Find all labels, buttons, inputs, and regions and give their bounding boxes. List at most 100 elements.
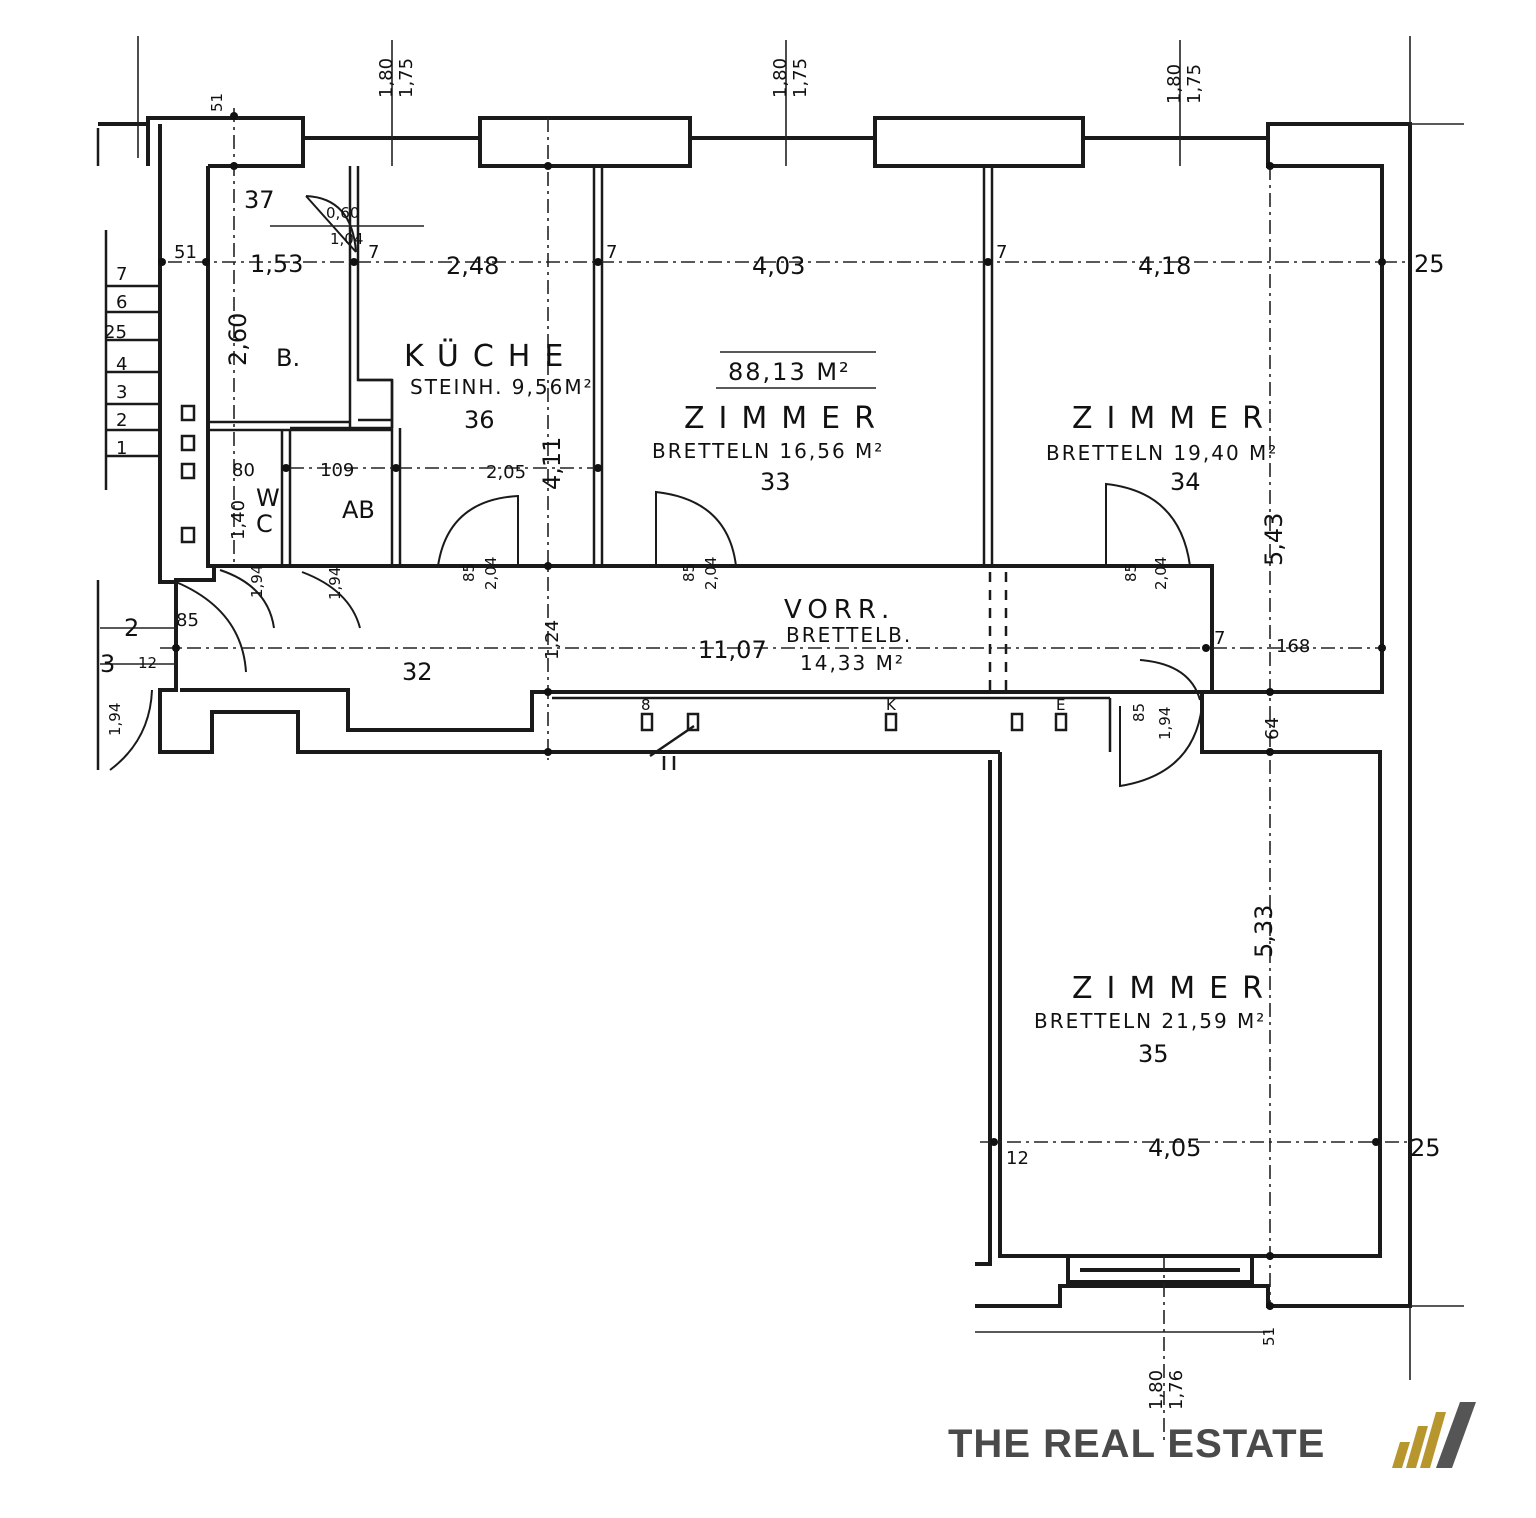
socket-label-8: 8 xyxy=(641,696,651,714)
dim-window2-top: 1,80 xyxy=(770,58,791,98)
dim-dot xyxy=(158,258,166,266)
doors xyxy=(109,195,1203,788)
socket-8 xyxy=(640,712,654,732)
dim-dot xyxy=(544,162,552,170)
dim-door-kitchen: 2,04 xyxy=(482,557,500,590)
wc-name-c: C xyxy=(256,510,273,538)
dim-room34-height: 5,43 xyxy=(1260,513,1288,566)
door-kitchen xyxy=(437,494,519,567)
dim-kitchen-height: 4,11 xyxy=(538,437,566,490)
stair-step-6: 6 xyxy=(116,292,127,313)
dim-storage-width: 109 xyxy=(320,460,354,481)
dim-dot xyxy=(990,1138,998,1146)
dim-door85-room34: 85 xyxy=(1122,563,1140,582)
fixture-box xyxy=(180,434,196,452)
brand-bar-2 xyxy=(1406,1426,1428,1468)
dim-window3-bottom: 1,75 xyxy=(1184,64,1205,104)
dim-door-room34: 2,04 xyxy=(1152,557,1170,590)
partition-bath-bottom xyxy=(208,420,392,432)
dim-dot xyxy=(1372,1138,1380,1146)
brand-logo-icon xyxy=(1392,1402,1476,1468)
dim-door-wc: 1,94 xyxy=(248,565,266,598)
staircase: 7 6 25 4 3 2 1 xyxy=(96,128,160,770)
dim-bath-width: 1,53 xyxy=(250,250,303,278)
bath-name: B. xyxy=(276,344,300,372)
dim-window2-bottom: 1,75 xyxy=(790,58,811,98)
door-ab xyxy=(301,571,361,629)
room35-name: ZIMMER xyxy=(1072,971,1277,1006)
dim-vent-b: 1,04 xyxy=(330,230,363,248)
dim-room33-width: 4,03 xyxy=(752,252,805,280)
room34-floor: BRETTELN 19,40 M² xyxy=(1046,441,1278,465)
kitchen-number: 36 xyxy=(464,406,495,434)
outer-walls xyxy=(98,116,1412,1308)
dim-wall-3: 3 xyxy=(100,650,115,678)
dim-dot xyxy=(1266,1302,1274,1310)
dimension-dots xyxy=(158,112,1386,1310)
hall-floor: BRETTELB. xyxy=(786,623,912,647)
dim-door85-room33: 85 xyxy=(680,563,698,582)
dim-dot xyxy=(594,464,602,472)
dim-hall-length: 11,07 xyxy=(698,636,767,664)
dim-dot xyxy=(350,258,358,266)
dim-wall-51: 51 xyxy=(174,242,197,263)
dim-kitchen-width: 2,48 xyxy=(446,252,499,280)
dimension-labels: 1,53 2,48 4,03 4,18 4,05 11,07 2,05 80 1… xyxy=(100,58,1445,1410)
room33-floor: BRETTELN 16,56 M² xyxy=(652,439,884,463)
dim-dot xyxy=(230,162,238,170)
dimension-lines xyxy=(100,36,1464,1440)
dim-wall-51-bottom: 51 xyxy=(1260,1327,1278,1346)
kitchen-name: KÜCHE xyxy=(404,338,577,374)
hall-number: 32 xyxy=(402,658,433,686)
dim-wall-64: 64 xyxy=(1262,717,1283,740)
dim-dot xyxy=(172,644,180,652)
dim-wc-height: 1,40 xyxy=(228,500,249,540)
dim-dot xyxy=(230,112,238,120)
room33-name: ZIMMER xyxy=(684,401,889,436)
room33-number: 33 xyxy=(760,468,791,496)
hall-bottom-line xyxy=(552,696,1112,752)
dim-hall-height: 1,24 xyxy=(542,620,563,660)
wc-name-w: W xyxy=(256,484,280,512)
dim-wall-12b: 12 xyxy=(138,654,157,672)
dim-dot xyxy=(282,464,290,472)
brand-text: THE REAL ESTATE xyxy=(948,1422,1326,1466)
dim-dot xyxy=(1266,748,1274,756)
dim-kitchen-lower: 2,05 xyxy=(486,462,526,483)
hall-name: VORR. xyxy=(784,595,895,625)
dim-wall-7b: 7 xyxy=(996,242,1007,263)
brand-bar-1 xyxy=(1392,1442,1410,1468)
room37-number: 37 xyxy=(244,186,275,214)
brand-bar-3 xyxy=(1420,1412,1446,1468)
hall-fixtures: 8 K E xyxy=(640,696,1068,770)
dim-door-85: 85 xyxy=(176,610,199,631)
total-area: 88,13 M² xyxy=(728,358,851,386)
dim-wall-7d: 7 xyxy=(368,242,379,263)
door-room35 xyxy=(1119,705,1203,788)
outer-wall-top xyxy=(98,116,1412,1308)
dim-dot xyxy=(1266,1252,1274,1260)
dim-window1-top: 1,80 xyxy=(376,58,397,98)
dim-wall-7c: 7 xyxy=(1214,628,1225,649)
dim-door85-room35: 85 xyxy=(1130,703,1148,722)
dim-dot xyxy=(544,562,552,570)
dim-door85-kitchen: 85 xyxy=(460,563,478,582)
socket-e xyxy=(1054,712,1068,732)
dim-wall-2: 2 xyxy=(124,614,139,642)
dim-door-room35: 1,94 xyxy=(1156,707,1174,740)
socket-k xyxy=(884,712,898,732)
socket-label-k: K xyxy=(886,696,897,714)
dim-dot xyxy=(1378,258,1386,266)
dim-window4-bottom: 1,76 xyxy=(1166,1370,1187,1410)
storage-name: AB xyxy=(342,496,375,524)
brand-watermark: THE REAL ESTATE xyxy=(948,1402,1508,1482)
partition-room33-room34 xyxy=(982,166,994,566)
inner-wall-top xyxy=(208,138,1384,694)
room35-walls xyxy=(975,760,1254,1284)
stair-step-25: 25 xyxy=(104,322,127,343)
dim-dot xyxy=(594,258,602,266)
dim-wall-51-top: 51 xyxy=(208,93,226,112)
stair-step-2: 2 xyxy=(116,410,127,431)
inner-wall-left xyxy=(174,166,1382,1258)
